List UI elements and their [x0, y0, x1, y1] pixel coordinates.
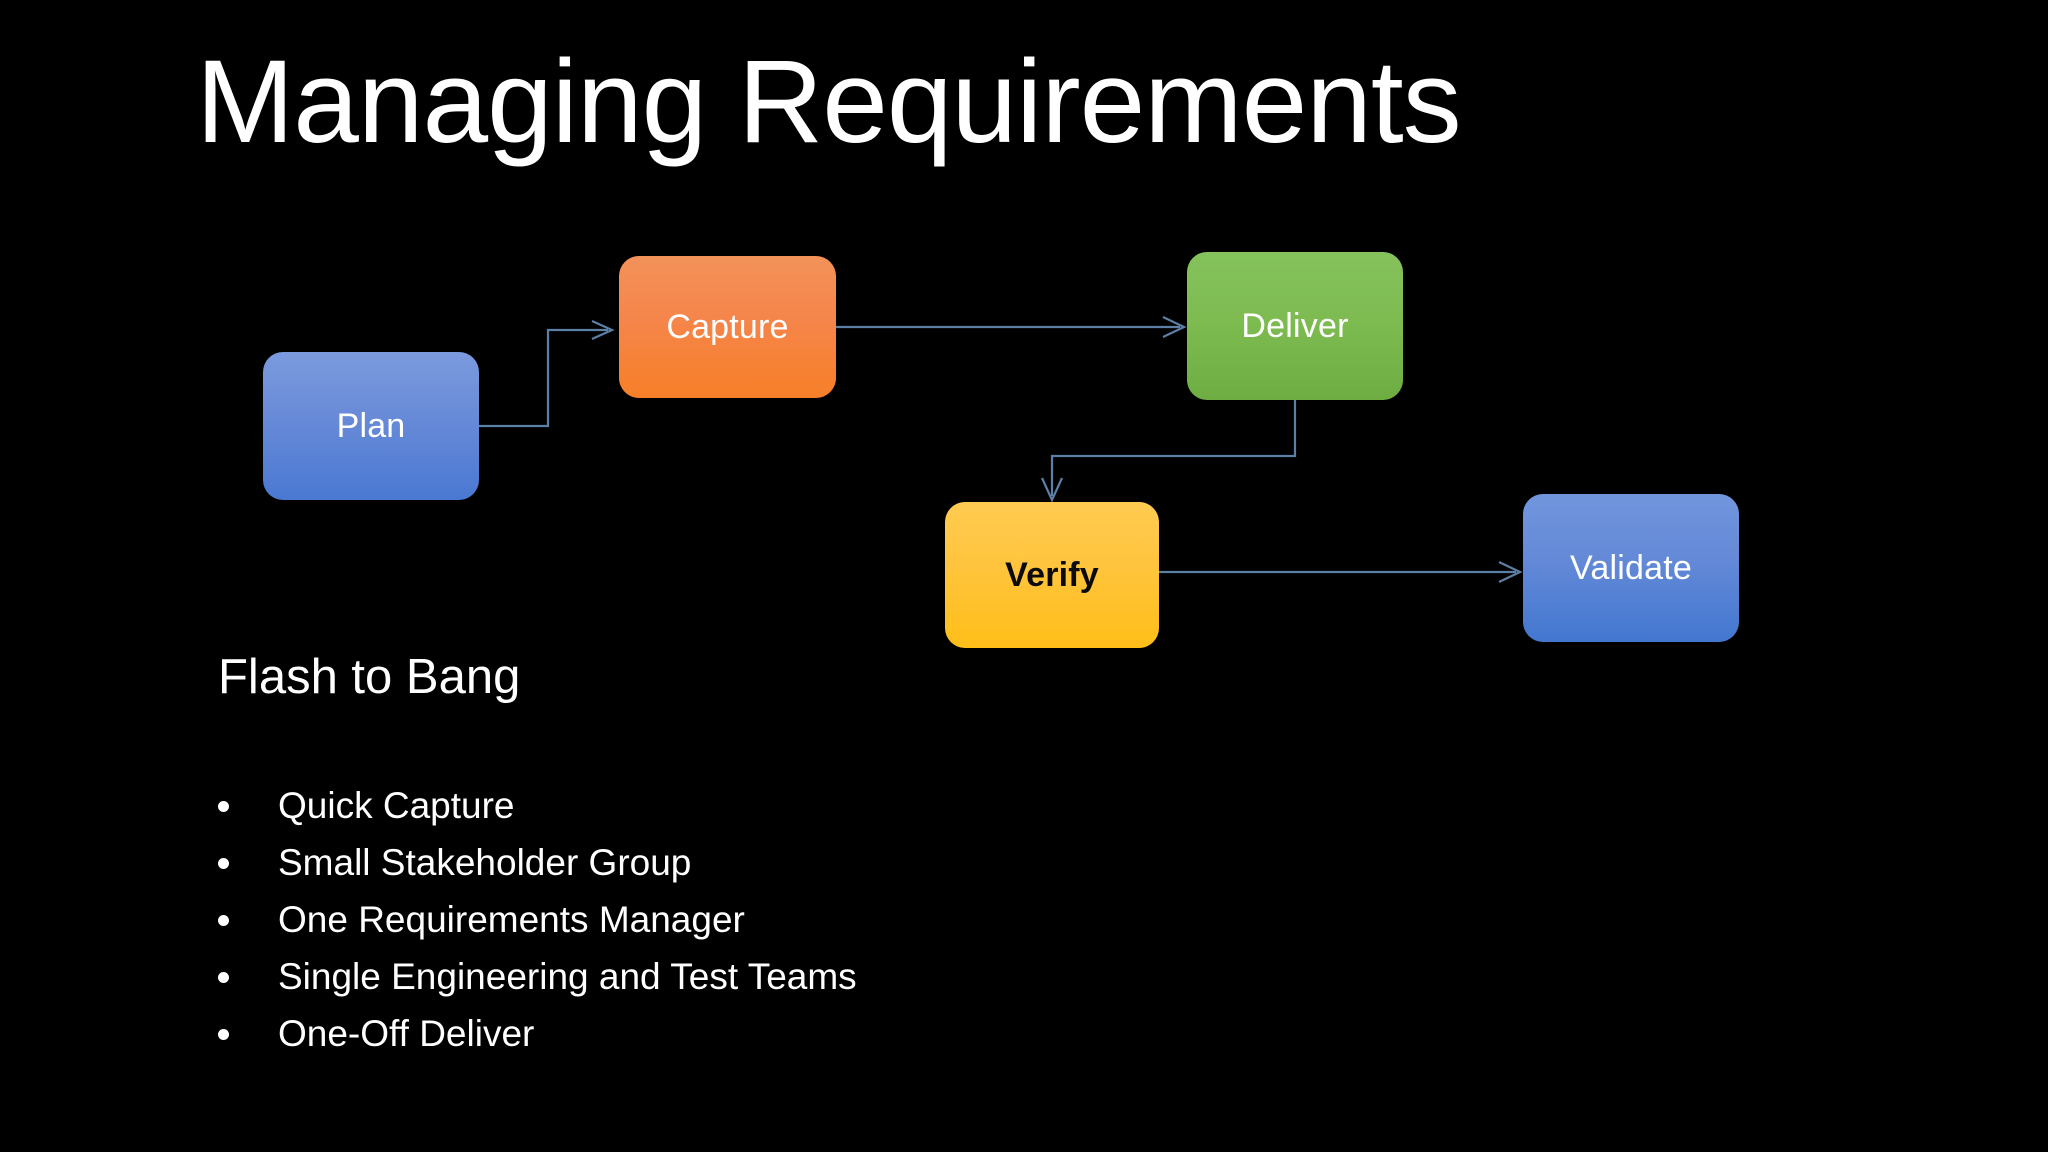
diagram-node-validate[interactable]: Validate [1523, 494, 1739, 642]
connector-verify-to-validate [1159, 561, 1523, 583]
process-flow-diagram: Plan Capture Deliver Verify Validate [0, 230, 2048, 660]
section-heading: Flash to Bang [218, 650, 521, 704]
list-item-label: One Requirements Manager [278, 899, 745, 940]
list-item: One-Off Deliver [218, 1005, 1418, 1062]
connector-plan-to-capture [479, 319, 615, 428]
diagram-node-deliver[interactable]: Deliver [1187, 252, 1403, 400]
list-item: Quick Capture [218, 777, 1418, 834]
bullet-dot-icon [218, 915, 229, 926]
bullet-dot-icon [218, 858, 229, 869]
diagram-node-verify-label: Verify [1005, 556, 1099, 594]
connector-deliver-to-verify [1040, 400, 1297, 503]
bullet-dot-icon [218, 801, 229, 812]
list-item-label: Quick Capture [278, 785, 515, 826]
list-item-label: Single Engineering and Test Teams [278, 956, 857, 997]
list-item: Small Stakeholder Group [218, 834, 1418, 891]
bullet-dot-icon [218, 1029, 229, 1040]
list-item: Single Engineering and Test Teams [218, 948, 1418, 1005]
diagram-node-plan[interactable]: Plan [263, 352, 479, 500]
connector-layer [479, 316, 1523, 583]
connector-capture-to-deliver [836, 316, 1187, 338]
list-item-label: One-Off Deliver [278, 1013, 535, 1054]
list-item-label: Small Stakeholder Group [278, 842, 692, 883]
diagram-node-capture[interactable]: Capture [619, 256, 836, 398]
bullet-list: Quick Capture Small Stakeholder Group On… [218, 777, 1418, 1062]
diagram-node-verify[interactable]: Verify [945, 502, 1159, 648]
diagram-node-validate-label: Validate [1570, 549, 1692, 587]
page-title: Managing Requirements [196, 36, 1462, 168]
diagram-node-capture-label: Capture [666, 308, 789, 346]
diagram-node-plan-label: Plan [336, 407, 406, 445]
bullet-dot-icon [218, 972, 229, 983]
list-item: One Requirements Manager [218, 891, 1418, 948]
diagram-node-deliver-label: Deliver [1241, 307, 1349, 345]
